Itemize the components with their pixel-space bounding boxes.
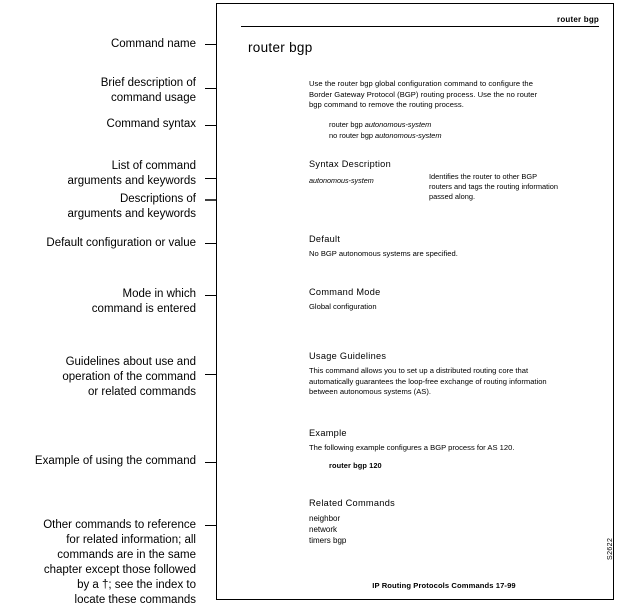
section-heading-syntax-description: Syntax Description [309, 159, 391, 169]
section-heading-command-mode: Command Mode [309, 287, 381, 297]
section-body-usage-guidelines: This command allows you to set up a dist… [309, 366, 547, 396]
command-syntax-block: router bgp autonomous-system no router b… [329, 120, 579, 141]
syntax-line-2-command: no router bgp [329, 130, 376, 140]
section-body-example: The following example configures a BGP p… [309, 443, 515, 452]
syntax-line-2-argument: autonomous-system [375, 130, 442, 140]
page-footer: IP Routing Protocols Commands 17-99 [372, 581, 516, 590]
section-heading-usage-guidelines: Usage Guidelines [309, 351, 387, 361]
callout-command-name: Command name [110, 38, 196, 50]
syntax-line-2: no router bgp autonomous-system [329, 131, 579, 142]
callout-default-value: Default configuration or value [46, 237, 196, 249]
command-description: Use the router bgp global configuration … [309, 79, 538, 109]
callout-command-syntax: Command syntax [106, 118, 196, 130]
related-commands-list: neighbor network timers bgp [309, 514, 347, 545]
callout-command-mode: Mode in which command is entered [91, 288, 196, 315]
syntax-line-1-argument: autonomous-system [364, 120, 432, 129]
section-body-default: No BGP autonomous systems are specified. [309, 249, 458, 258]
callout-related-commands: Other commands to reference for related … [43, 519, 196, 606]
argument-definition: Identifies the router to other BGP route… [429, 172, 559, 201]
document-page-frame: router bgp router bgp Use the router bgp… [216, 3, 614, 600]
example-code: router bgp 120 [329, 461, 382, 470]
callout-example: Example of using the command [34, 455, 196, 467]
callout-argument-list: List of command arguments and keywords [67, 160, 196, 187]
callout-brief-description: Brief description of command usage [100, 77, 196, 104]
callout-argument-descriptions: Descriptions of arguments and keywords [67, 193, 196, 220]
callout-usage-guidelines: Guidelines about use and operation of th… [62, 356, 196, 398]
section-body-command-mode: Global configuration [309, 302, 377, 311]
section-heading-related-commands: Related Commands [309, 498, 395, 508]
figure-id-label: S2622 [607, 537, 614, 560]
section-heading-default: Default [309, 234, 341, 244]
command-title: router bgp [248, 40, 313, 55]
section-heading-example: Example [309, 428, 347, 438]
syntax-line-1-command: router bgp [329, 120, 365, 129]
running-head: router bgp [241, 15, 599, 27]
syntax-line-1: router bgp autonomous-system [329, 120, 579, 131]
argument-term: autonomous-system [309, 176, 374, 185]
